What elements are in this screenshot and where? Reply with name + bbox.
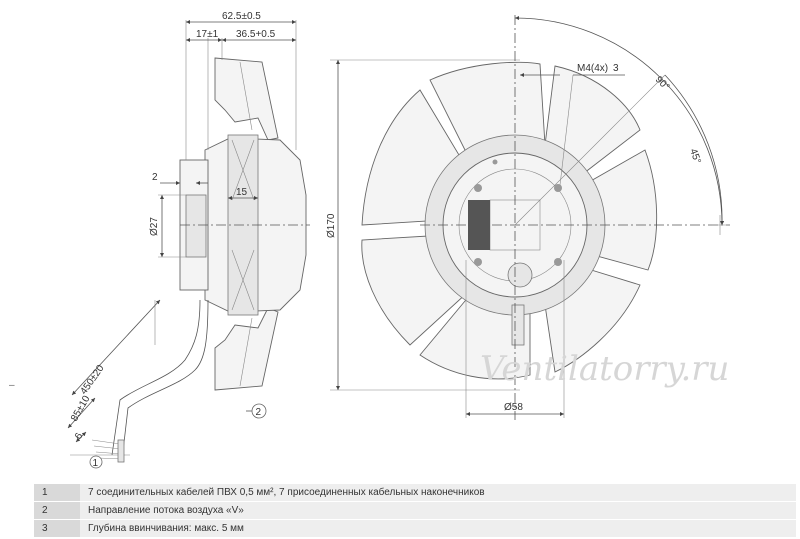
angle-45-label: 45° (687, 147, 703, 165)
front-depth-dim: 17±1 (196, 29, 219, 40)
legend-row: 3 Глубина ввинчивания: макс. 5 мм (34, 519, 796, 538)
stray-mark: – (9, 380, 15, 391)
cable-length-dim: 450±20 (78, 363, 106, 397)
legend-num: 3 (34, 519, 80, 538)
callout-circle-2 (251, 403, 267, 419)
legend-row: 2 Направление потока воздуха «V» (34, 501, 796, 520)
cable-ends (91, 439, 125, 463)
side-view: 62.5±0.5 17±1 36.5+0.5 2 Ø27 15 450±20 8… (67, 11, 310, 469)
hole-circle-dim: Ø58 (504, 402, 523, 413)
watermark: Ventilatorry.ru (480, 349, 729, 389)
gap-dim: 2 (152, 172, 158, 183)
thread-ref: 3 (613, 63, 619, 74)
blade-dia-dim: Ø170 (326, 213, 337, 238)
strip-length-dim: 85±10 (69, 394, 93, 424)
legend-text: Глубина ввинчивания: макс. 5 мм (80, 519, 796, 538)
shaft-dia-dim: Ø27 (149, 217, 160, 236)
callout-circle-1 (89, 455, 103, 469)
fan-technical-drawing: 62.5±0.5 17±1 36.5+0.5 2 Ø27 15 450±20 8… (67, 11, 730, 469)
hub-width-dim: 15 (236, 187, 248, 198)
end-length-dim: 6 (73, 431, 86, 442)
thread-spec: M4(4x) (577, 63, 608, 74)
callout-airflow: 2 (256, 407, 262, 418)
legend-text: 7 соединительных кабелей ПВХ 0,5 мм², 7 … (80, 484, 796, 502)
callout-cable: 1 (93, 458, 99, 469)
rear-depth-dim: 36.5+0.5 (236, 29, 276, 40)
legend-num: 2 (34, 501, 80, 520)
legend-table: 1 7 соединительных кабелей ПВХ 0,5 мм², … (34, 484, 796, 538)
legend-num: 1 (34, 484, 80, 502)
overall-depth-dim: 62.5±0.5 (222, 11, 261, 22)
legend-text: Направление потока воздуха «V» (80, 501, 796, 520)
front-view: Ø170 (326, 15, 730, 420)
legend-row: 1 7 соединительных кабелей ПВХ 0,5 мм², … (34, 484, 796, 502)
angle-90-label: 90° (653, 74, 671, 92)
